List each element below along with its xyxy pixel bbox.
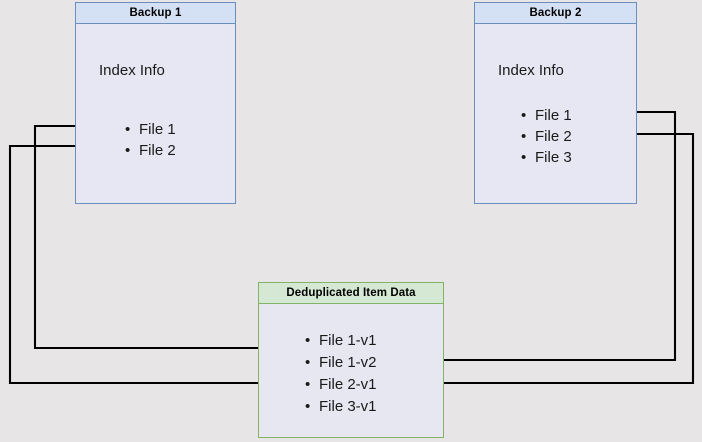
list-item[interactable]: File 1-v2 <box>303 352 377 374</box>
list-item[interactable]: File 3-v1 <box>303 396 377 418</box>
node-backup-1-body: Index Info File 1 File 2 <box>76 24 235 203</box>
node-backup-1-title: Backup 1 <box>76 3 235 24</box>
node-deduplicated-item-data[interactable]: Deduplicated Item Data File 1-v1 File 1-… <box>258 282 444 438</box>
list-item[interactable]: File 1 <box>123 119 176 140</box>
node-backup-2-title: Backup 2 <box>475 3 636 24</box>
node-backup-2-body: Index Info File 1 File 2 File 3 <box>475 24 636 203</box>
deduplicated-item-list: File 1-v1 File 1-v2 File 2-v1 File 3-v1 <box>303 330 377 418</box>
backup-1-index-info-label: Index Info <box>99 62 165 79</box>
list-item[interactable]: File 1-v1 <box>303 330 377 352</box>
list-item[interactable]: File 2 <box>519 126 572 147</box>
node-backup-1[interactable]: Backup 1 Index Info File 1 File 2 <box>75 2 236 204</box>
node-deduplicated-item-data-body: File 1-v1 File 1-v2 File 2-v1 File 3-v1 <box>259 304 443 437</box>
backup-1-file-list: File 1 File 2 <box>123 119 176 161</box>
list-item[interactable]: File 1 <box>519 105 572 126</box>
list-item[interactable]: File 2 <box>123 140 176 161</box>
backup-2-file-list: File 1 File 2 File 3 <box>519 105 572 168</box>
node-deduplicated-item-data-title: Deduplicated Item Data <box>259 283 443 304</box>
list-item[interactable]: File 2-v1 <box>303 374 377 396</box>
node-backup-2[interactable]: Backup 2 Index Info File 1 File 2 File 3 <box>474 2 637 204</box>
list-item[interactable]: File 3 <box>519 147 572 168</box>
backup-2-index-info-label: Index Info <box>498 62 564 79</box>
